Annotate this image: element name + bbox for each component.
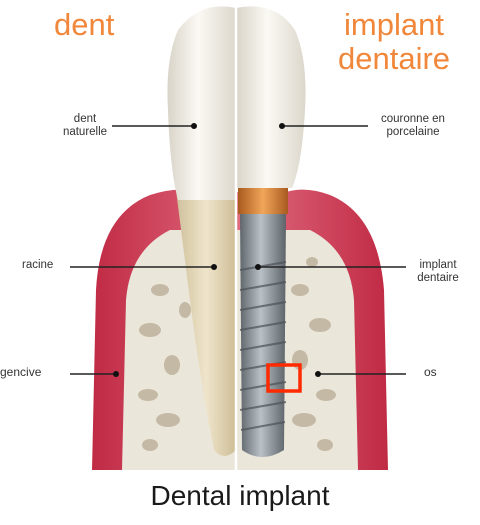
natural-tooth-crown xyxy=(167,6,236,200)
label-dental-implant-line2: dentaire xyxy=(408,272,468,285)
heading-implant-line2: dentaire xyxy=(338,42,450,76)
label-dental-implant-line1: implant xyxy=(408,259,468,272)
label-bone: os xyxy=(424,366,437,379)
label-porcelain-crown-line1: couronne en xyxy=(370,113,456,126)
heading-natural-tooth: dent xyxy=(54,8,114,42)
heading-implant-line1: implant xyxy=(338,8,450,42)
label-root: racine xyxy=(22,259,53,272)
heading-dental-implant: implant dentaire xyxy=(338,8,450,76)
label-natural-tooth-line2: naturelle xyxy=(60,126,110,139)
label-natural-tooth: dent naturelle xyxy=(60,113,110,139)
label-natural-tooth-line1: dent xyxy=(60,113,110,126)
label-gum: gencive xyxy=(0,366,41,379)
label-dental-implant: implant dentaire xyxy=(408,259,468,285)
label-porcelain-crown-line2: porcelaine xyxy=(370,126,456,139)
implant-abutment xyxy=(238,188,288,214)
label-porcelain-crown: couronne en porcelaine xyxy=(370,113,456,139)
caption: Dental implant xyxy=(0,480,480,512)
implant-crown xyxy=(236,6,306,188)
implant-screw xyxy=(240,214,286,457)
